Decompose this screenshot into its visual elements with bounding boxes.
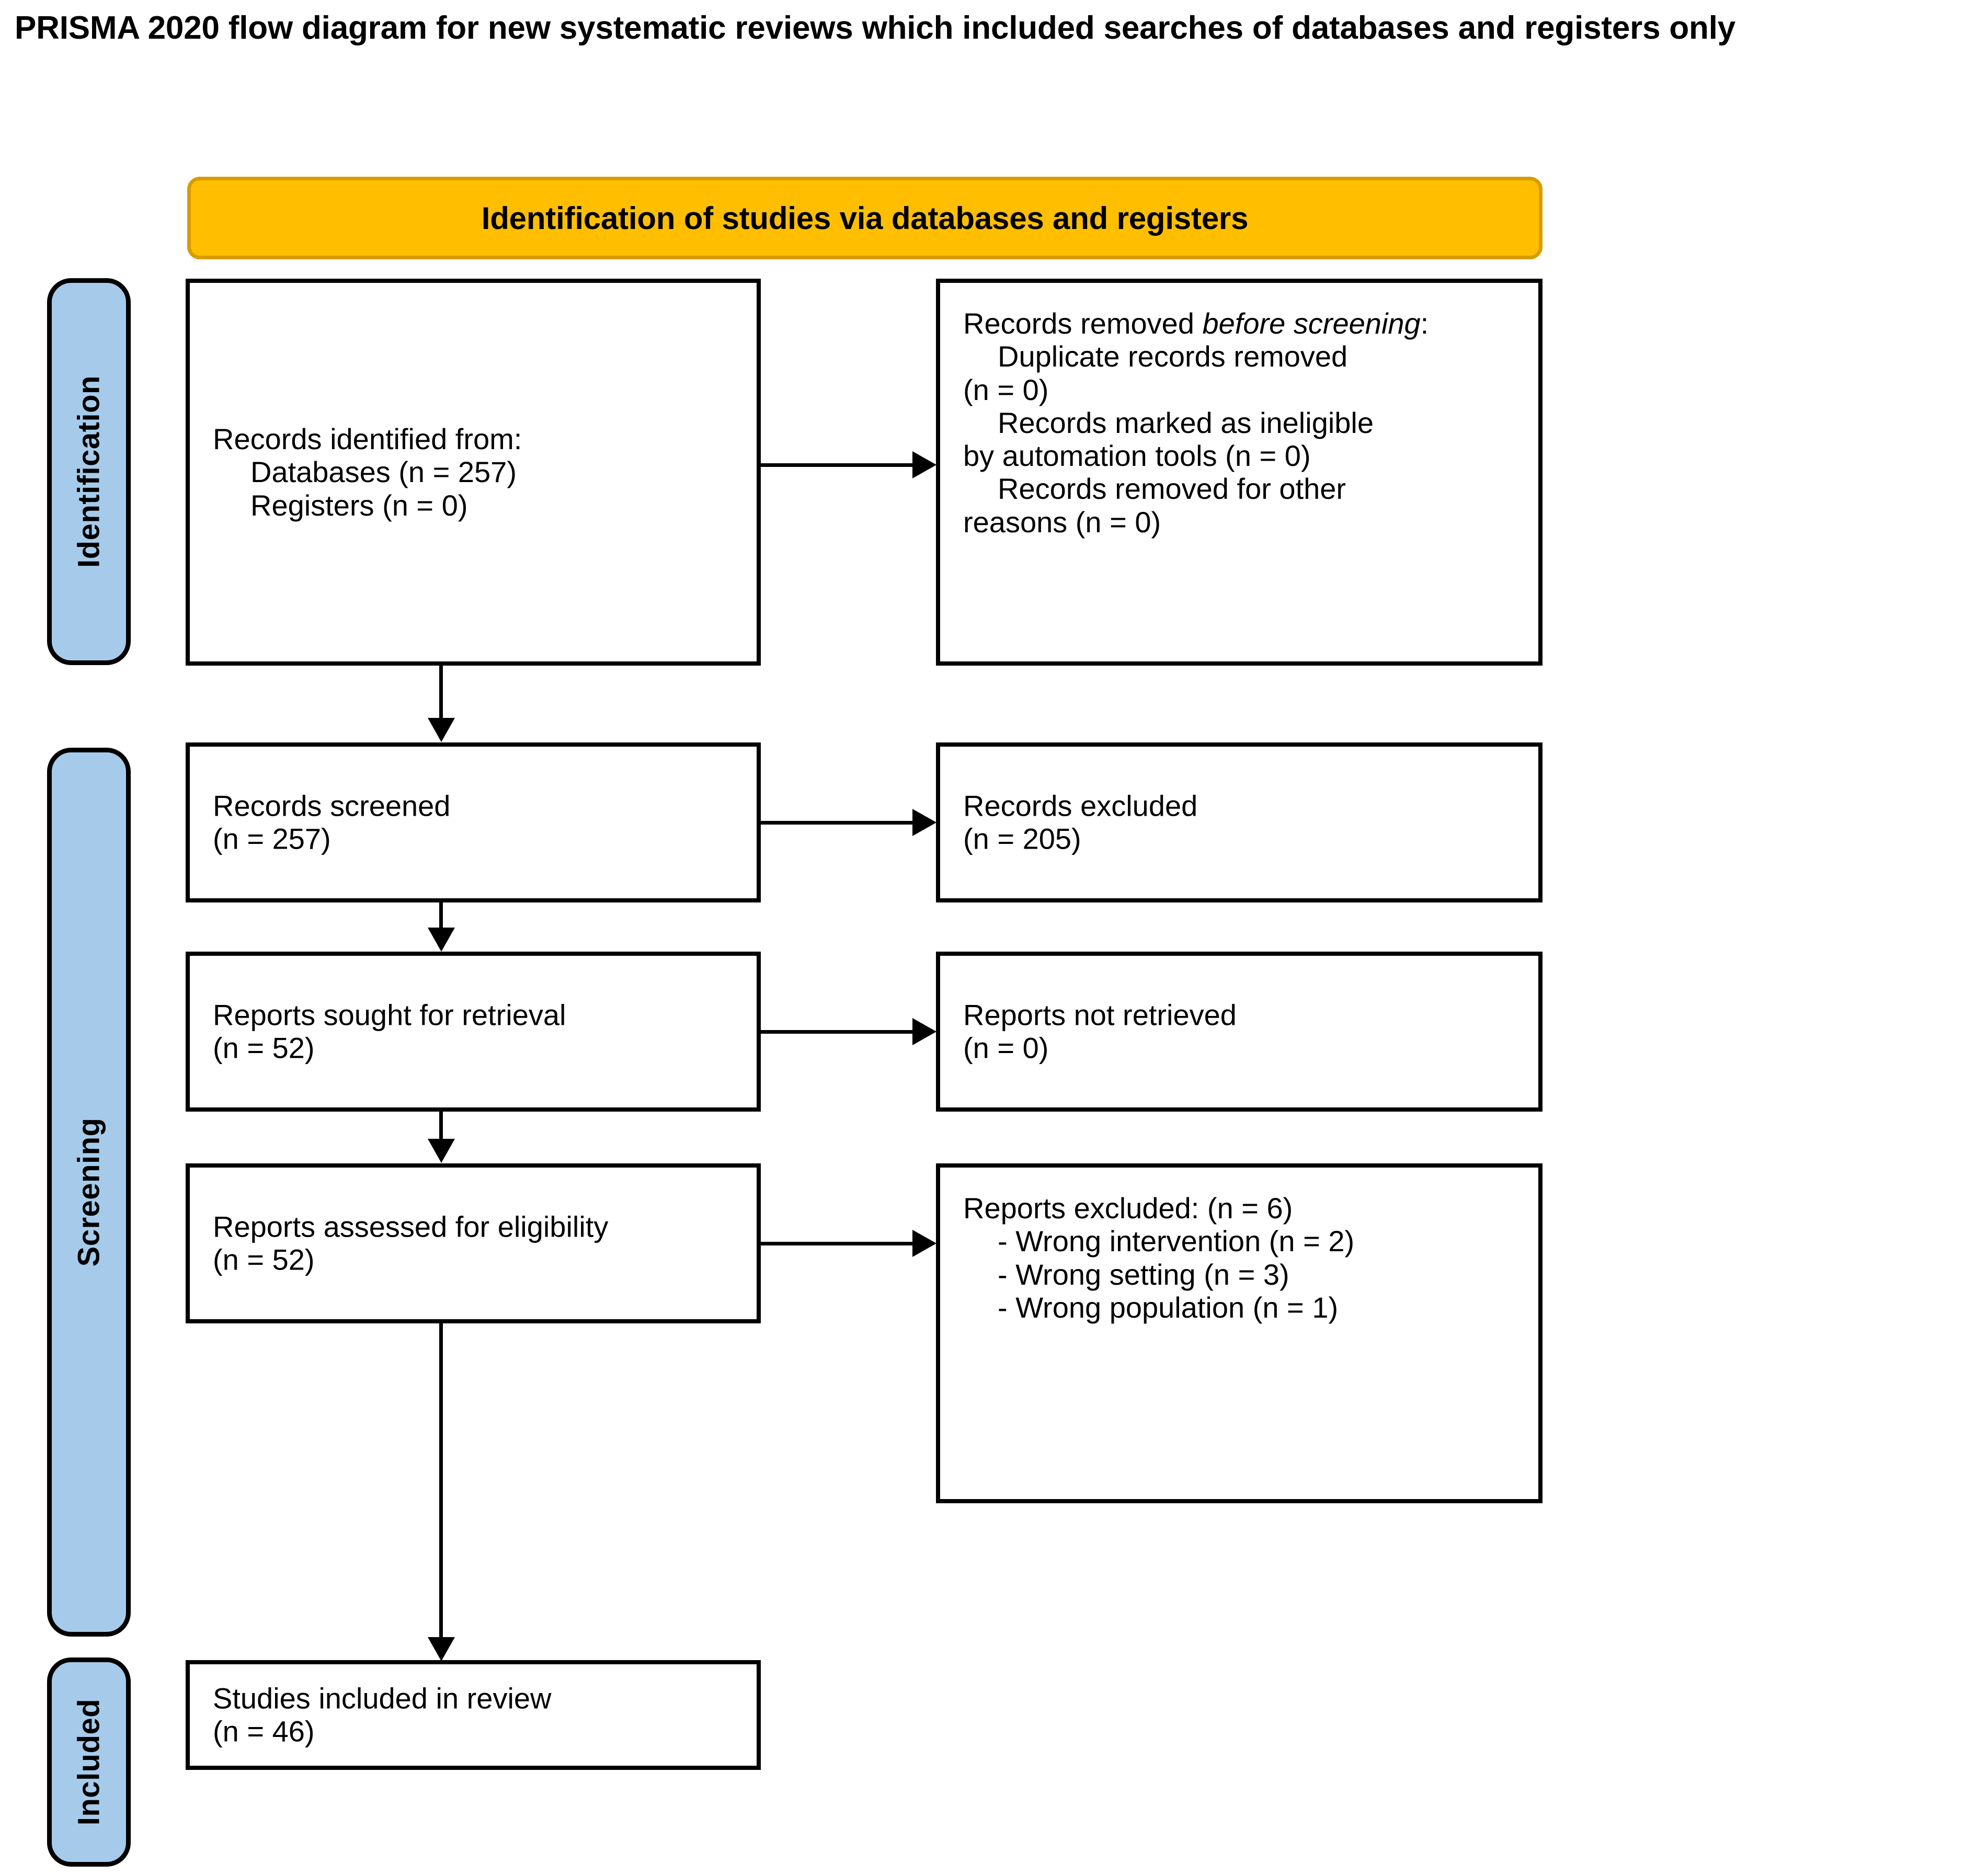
section-banner-identification: Identification of studies via databases … (187, 177, 1543, 259)
stage-pill-included: Included (47, 1657, 131, 1867)
box-records-removed-text: Records removed before screening:Duplica… (963, 307, 1429, 539)
box-reports-assessed-text: Reports assessed for eligibility(n = 52) (213, 1210, 609, 1276)
connector-sought-to-not-retrieved (761, 1030, 912, 1034)
box-records-identified-text: Records identified from:Databases (n = 2… (213, 422, 522, 522)
arrowhead-assessed-to-excluded (912, 1230, 936, 1257)
box-reports-sought-for-retrieval: Reports sought for retrieval(n = 52) (186, 952, 761, 1112)
arrowhead-sought-to-assessed (428, 1139, 455, 1163)
stage-pill-screening: Screening (47, 748, 131, 1637)
connector-assessed-to-included (439, 1323, 443, 1637)
connector-identified-to-screened (439, 666, 443, 718)
arrowhead-screened-to-sought (428, 928, 455, 952)
connector-identified-to-removed (761, 463, 912, 467)
arrowhead-screened-to-excluded (912, 809, 936, 836)
stage-label-screening: Screening (72, 1117, 106, 1267)
stage-pill-identification: Identification (47, 278, 131, 665)
box-records-screened: Records screened(n = 257) (186, 742, 761, 902)
box-records-identified: Records identified from:Databases (n = 2… (186, 279, 761, 666)
box-studies-included-text: Studies included in review(n = 46) (213, 1682, 552, 1748)
box-reports-not-retrieved: Reports not retrieved(n = 0) (936, 952, 1543, 1112)
box-reports-excluded: Reports excluded: (n = 6)- Wrong interve… (936, 1163, 1543, 1503)
box-records-screened-text: Records screened(n = 257) (213, 789, 451, 855)
connector-assessed-to-excluded (761, 1242, 912, 1245)
arrowhead-sought-to-not-retrieved (912, 1018, 936, 1045)
connector-screened-to-excluded (761, 821, 912, 825)
arrowhead-assessed-to-included (428, 1637, 455, 1661)
box-reports-excluded-text: Reports excluded: (n = 6)- Wrong interve… (963, 1192, 1355, 1324)
stage-label-identification: Identification (72, 375, 106, 568)
box-records-excluded-text: Records excluded(n = 205) (963, 789, 1198, 855)
connector-screened-to-sought (439, 902, 443, 928)
box-studies-included-in-review: Studies included in review(n = 46) (186, 1660, 761, 1770)
arrowhead-identified-to-removed (912, 451, 936, 478)
stage-label-included: Included (72, 1698, 106, 1826)
box-records-excluded: Records excluded(n = 205) (936, 742, 1543, 902)
page-title: PRISMA 2020 flow diagram for new systema… (15, 10, 1736, 46)
box-reports-assessed-for-eligibility: Reports assessed for eligibility(n = 52) (186, 1163, 761, 1323)
connector-sought-to-assessed (439, 1112, 443, 1139)
box-reports-not-retrieved-text: Reports not retrieved(n = 0) (963, 998, 1237, 1065)
arrowhead-identified-to-screened (428, 718, 455, 742)
box-records-removed-before-screening: Records removed before screening:Duplica… (936, 279, 1543, 666)
section-banner-label: Identification of studies via databases … (481, 200, 1249, 236)
box-reports-sought-text: Reports sought for retrieval(n = 52) (213, 998, 566, 1065)
